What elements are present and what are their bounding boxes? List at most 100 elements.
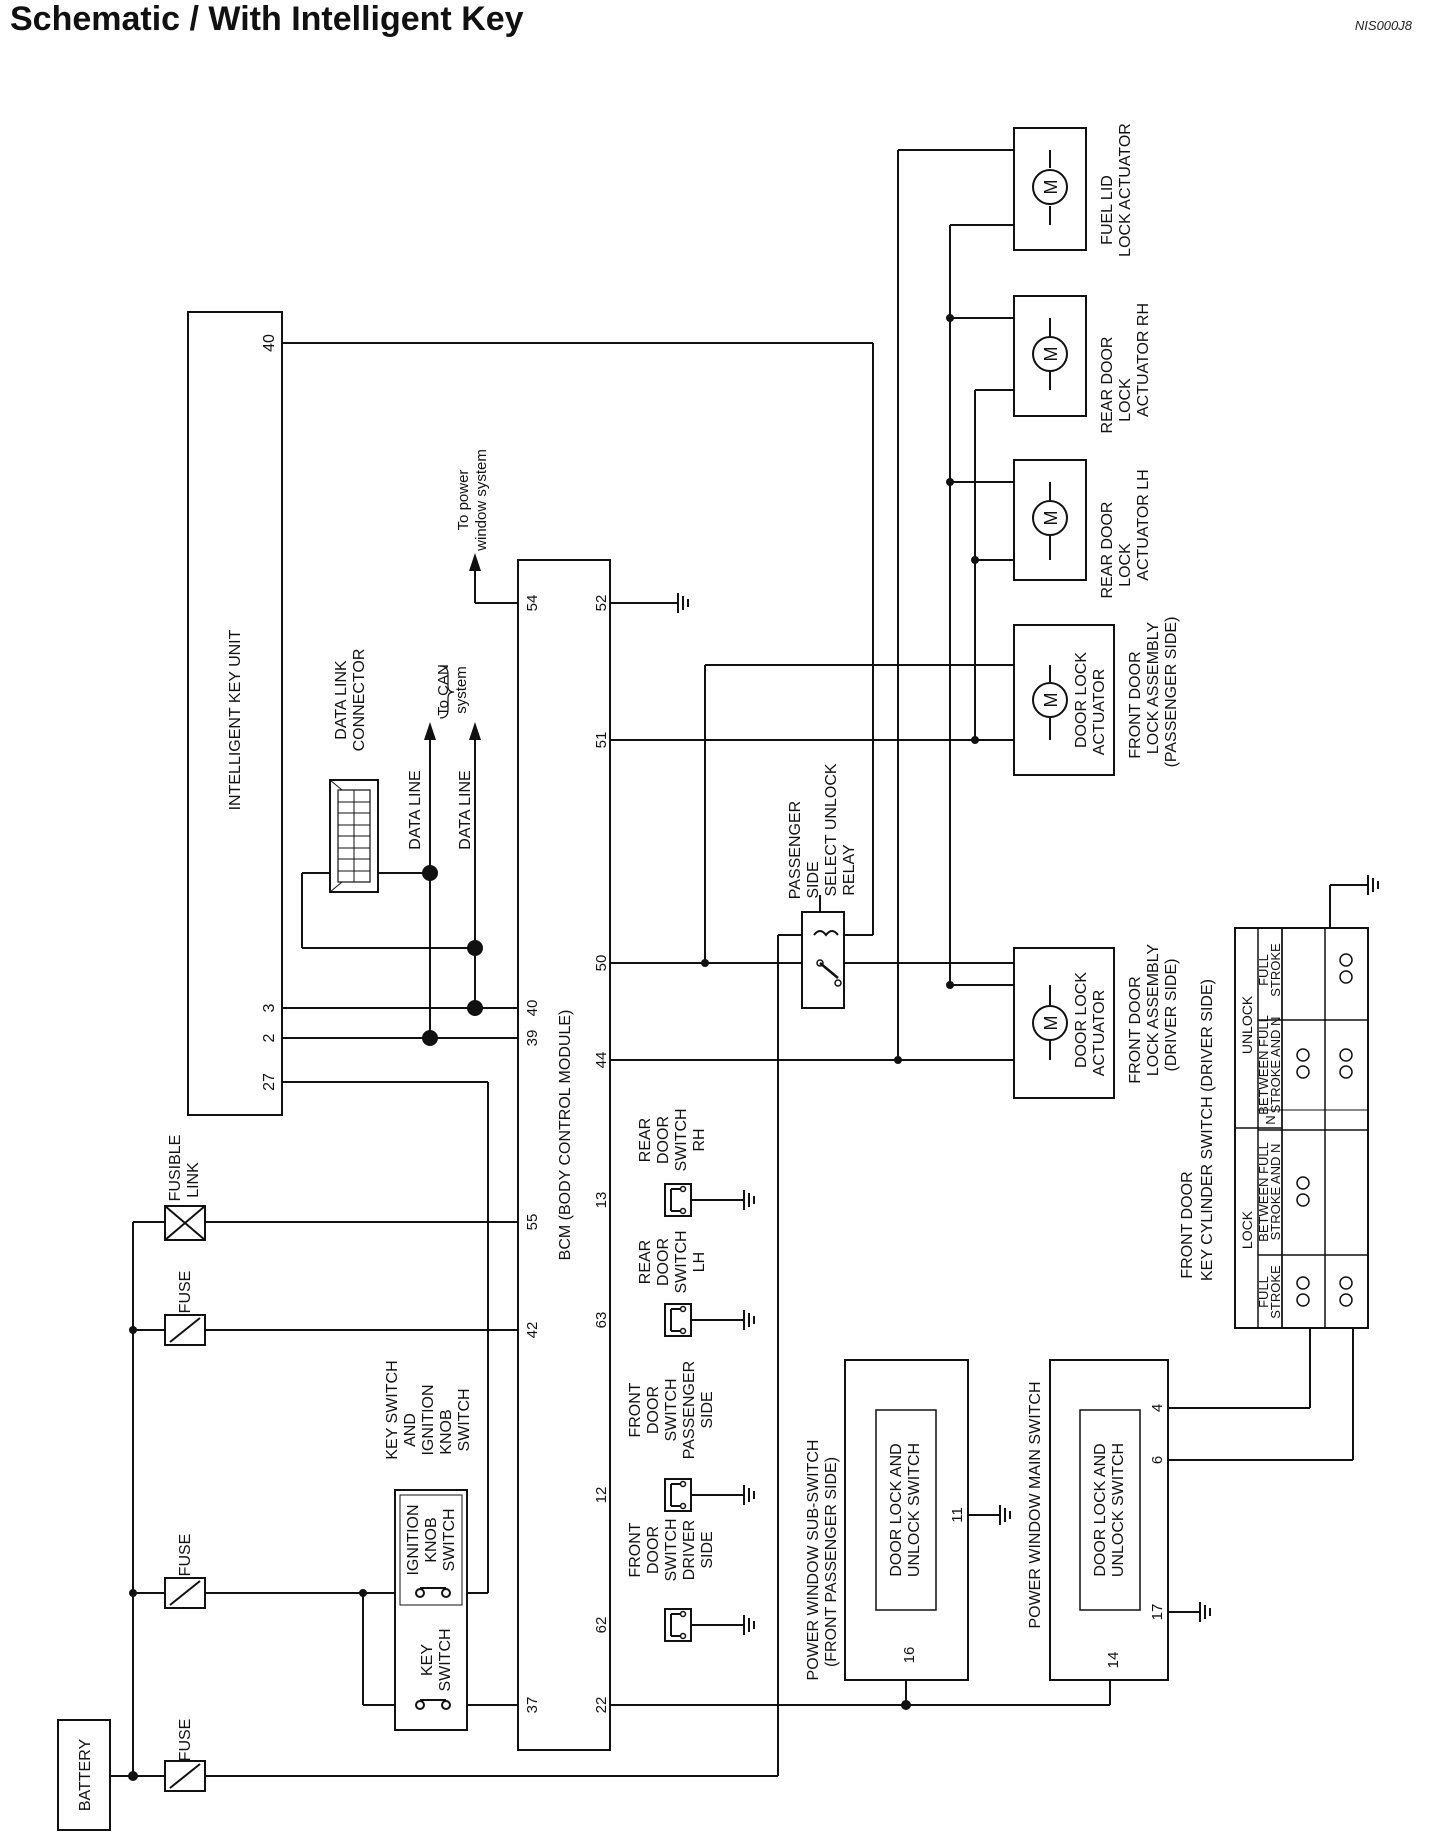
svg-text:STROKE AND N: STROKE AND N <box>1268 1017 1283 1114</box>
svg-text:IGNITION: IGNITION <box>420 1384 437 1455</box>
svg-text:M: M <box>1041 347 1061 362</box>
svg-text:SIDE: SIDE <box>699 1531 716 1568</box>
svg-text:63: 63 <box>593 1312 610 1329</box>
key-cylinder-switch-table: LOCK UNLOCK FULL STROKE BETWEEN FULL STR… <box>1179 874 1379 1329</box>
svg-text:RELAY: RELAY <box>841 844 858 896</box>
fusible-link: FUSIBLE LINK <box>164 1135 206 1241</box>
svg-text:BETWEEN FULL: BETWEEN FULL <box>1256 1142 1271 1242</box>
intelligent-key-unit: INTELLIGENT KEY UNIT 40 3 2 27 <box>187 311 283 1116</box>
svg-text:40: 40 <box>524 1000 541 1017</box>
page-code: NIS000J8 <box>1354 18 1412 33</box>
svg-text:DOOR: DOOR <box>655 1238 672 1286</box>
svg-text:27: 27 <box>261 1073 278 1091</box>
svg-text:ACTUATOR RH: ACTUATOR RH <box>1135 303 1152 417</box>
svg-text:11: 11 <box>949 1507 966 1523</box>
svg-text:SWITCH: SWITCH <box>673 1230 690 1293</box>
svg-text:39: 39 <box>524 1030 541 1047</box>
svg-text:SWITCH: SWITCH <box>663 1378 680 1441</box>
bcm: BCM (BODY CONTROL MODULE) 54 52 51 50 44… <box>517 559 611 1751</box>
page-title: Schematic / With Intelligent Key <box>10 0 524 38</box>
svg-text:SWITCH: SWITCH <box>456 1388 473 1451</box>
svg-text:M: M <box>1041 1016 1061 1031</box>
svg-text:BETWEEN FULL: BETWEEN FULL <box>1256 1015 1271 1115</box>
svg-text:PASSENGER: PASSENGER <box>787 801 804 899</box>
ground-icon <box>999 1504 1011 1526</box>
svg-text:REAR: REAR <box>637 1240 654 1284</box>
passenger-side-select-unlock-relay: PASSENGER SIDE SELECT UNLOCK RELAY <box>787 763 858 1009</box>
svg-text:RH: RH <box>691 1128 708 1151</box>
svg-text:KNOB: KNOB <box>423 1517 440 1562</box>
svg-text:17: 17 <box>1149 1604 1166 1621</box>
ground-icon <box>1199 1601 1211 1623</box>
svg-text:UNLOCK: UNLOCK <box>1239 995 1255 1054</box>
svg-text:SWITCH: SWITCH <box>663 1518 680 1581</box>
svg-text:AND: AND <box>402 1413 419 1447</box>
svg-text:KEY: KEY <box>419 1644 436 1676</box>
svg-text:LOCK: LOCK <box>1239 1210 1255 1249</box>
svg-text:44: 44 <box>593 1052 610 1069</box>
svg-text:42: 42 <box>524 1322 541 1339</box>
svg-text:4: 4 <box>1149 1404 1166 1412</box>
svg-text:DATA LINE: DATA LINE <box>407 770 424 849</box>
svg-text:LH: LH <box>691 1252 708 1272</box>
svg-text:SIDE: SIDE <box>805 861 822 898</box>
fuse-3: FUSE <box>164 1271 206 1346</box>
svg-text:LOCK: LOCK <box>1117 543 1134 587</box>
battery: BATTERY <box>57 1719 111 1831</box>
front-door-lock-assembly-passenger: M DOOR LOCK ACTUATOR FRONT DOOR LOCK ASS… <box>1013 617 1180 776</box>
svg-text:POWER WINDOW SUB-SWITCH: POWER WINDOW SUB-SWITCH <box>805 1440 822 1681</box>
svg-text:FULL: FULL <box>1256 1276 1271 1308</box>
svg-text:UNLOCK SWITCH: UNLOCK SWITCH <box>906 1443 923 1577</box>
svg-text:FUEL LID: FUEL LID <box>1099 175 1116 245</box>
front-door-switch-passenger: FRONT DOOR SWITCH PASSENGER SIDE <box>627 1361 755 1512</box>
svg-text:window system: window system <box>473 449 490 552</box>
svg-text:FRONT: FRONT <box>627 1522 644 1577</box>
svg-text:50: 50 <box>593 955 610 972</box>
svg-text:IGNITION: IGNITION <box>405 1504 422 1575</box>
svg-text:STROKE: STROKE <box>1268 1265 1283 1319</box>
svg-text:POWER WINDOW MAIN SWITCH: POWER WINDOW MAIN SWITCH <box>1027 1381 1044 1628</box>
svg-text:DOOR: DOOR <box>655 1116 672 1164</box>
svg-text:SWITCH: SWITCH <box>441 1508 458 1571</box>
svg-text:DRIVER: DRIVER <box>681 1520 698 1580</box>
rear-door-lock-actuator-rh: M REAR DOOR LOCK ACTUATOR RH <box>1013 295 1152 433</box>
key-switch-assembly: KEY SWITCH AND IGNITION KNOB SWITCH IGNI… <box>384 1360 473 1731</box>
svg-text:system: system <box>453 666 470 714</box>
svg-text:CONNECTOR: CONNECTOR <box>351 649 368 752</box>
front-door-switch-driver: FRONT DOOR SWITCH DRIVER SIDE <box>627 1518 755 1642</box>
svg-text:2: 2 <box>261 1033 278 1042</box>
svg-text:STROKE AND N: STROKE AND N <box>1268 1144 1283 1241</box>
svg-text:STROKE: STROKE <box>1268 943 1283 997</box>
svg-text:22: 22 <box>593 1697 610 1714</box>
svg-text:M: M <box>1041 693 1061 708</box>
svg-text:LOCK ACTUATOR: LOCK ACTUATOR <box>1117 123 1134 257</box>
svg-text:BATTERY: BATTERY <box>77 1739 94 1812</box>
svg-text:KNOB: KNOB <box>438 1409 455 1454</box>
svg-text:UNLOCK SWITCH: UNLOCK SWITCH <box>1110 1443 1127 1577</box>
svg-text:54: 54 <box>524 595 541 612</box>
svg-text:INTELLIGENT KEY UNIT: INTELLIGENT KEY UNIT <box>227 629 244 810</box>
ground-icon <box>677 592 689 614</box>
svg-text:DOOR: DOOR <box>645 1526 662 1574</box>
rear-door-switch-lh: REAR DOOR SWITCH LH <box>637 1230 755 1337</box>
svg-text:6: 6 <box>1149 1456 1166 1464</box>
svg-text:40: 40 <box>261 334 278 352</box>
svg-text:DOOR LOCK AND: DOOR LOCK AND <box>1092 1443 1109 1576</box>
svg-text:51: 51 <box>593 732 610 749</box>
svg-text:SELECT UNLOCK: SELECT UNLOCK <box>823 763 840 896</box>
svg-text:(PASSENGER SIDE): (PASSENGER SIDE) <box>1163 617 1180 768</box>
junction-dots <box>128 314 979 1781</box>
svg-text:FUSE: FUSE <box>177 1534 194 1577</box>
ground-icon <box>1367 874 1379 896</box>
svg-text:FRONT DOOR: FRONT DOOR <box>1179 1171 1196 1278</box>
rear-door-switch-rh: REAR DOOR SWITCH RH <box>637 1108 755 1217</box>
svg-text:LINK: LINK <box>185 1162 202 1198</box>
fuel-lid-lock-actuator: M FUEL LID LOCK ACTUATOR <box>1013 123 1134 257</box>
svg-text:ACTUATOR: ACTUATOR <box>1091 669 1108 756</box>
svg-text:3: 3 <box>261 1003 278 1012</box>
svg-text:BCM (BODY CONTROL MODULE): BCM (BODY CONTROL MODULE) <box>557 1010 574 1261</box>
power-window-main-switch: DOOR LOCK AND UNLOCK SWITCH POWER WINDOW… <box>1027 1359 1211 1681</box>
svg-text:SWITCH: SWITCH <box>673 1108 690 1171</box>
svg-text:N: N <box>1263 1115 1278 1124</box>
